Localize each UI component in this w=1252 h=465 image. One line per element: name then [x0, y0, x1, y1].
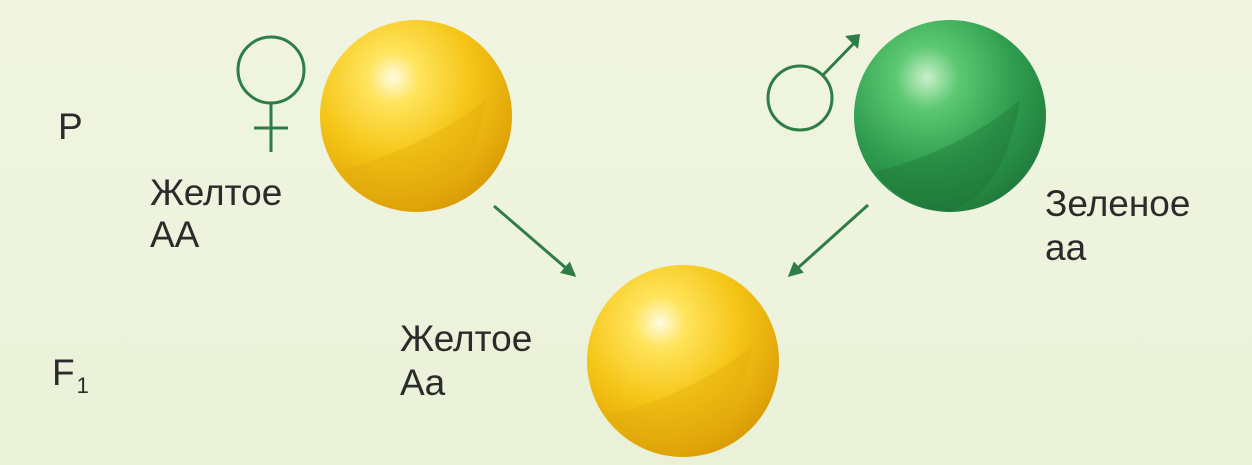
offspring-genotype-label: Aa [400, 362, 446, 403]
generation-f1-label: F1 [52, 352, 89, 398]
male-genotype-label: aa [1045, 227, 1087, 268]
male-symbol-icon [766, 34, 860, 132]
female-symbol-icon [236, 35, 306, 152]
yellow-seed-parent [320, 20, 512, 212]
green-seed-parent [854, 20, 1046, 212]
arrow-from-female [493, 204, 577, 277]
male-phenotype-label: Зеленое [1045, 183, 1191, 224]
arrow-from-male [787, 203, 870, 278]
generation-p-label: P [58, 106, 83, 147]
female-phenotype-label: Желтое [150, 172, 283, 213]
offspring-phenotype-label: Желтое [400, 318, 533, 359]
female-genotype-label: AA [150, 214, 200, 255]
yellow-seed-offspring [587, 265, 779, 457]
